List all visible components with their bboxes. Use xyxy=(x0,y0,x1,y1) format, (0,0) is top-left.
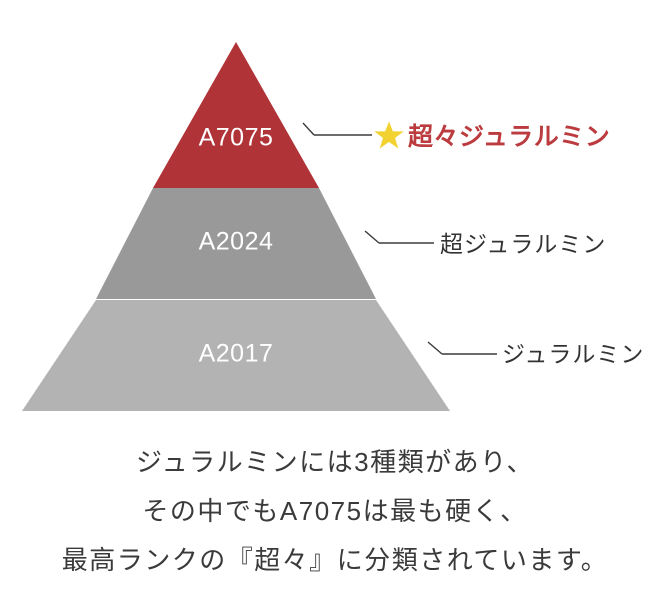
callout-tier-middle-text: 超ジュラルミン xyxy=(440,231,607,257)
tier-bottom-label: A2017 xyxy=(199,340,274,368)
tier-top-label: A7075 xyxy=(199,124,274,152)
tier-middle-label: A2024 xyxy=(199,228,274,256)
leader-line-bottom xyxy=(427,341,497,355)
callout-tier-middle: 超ジュラルミン xyxy=(440,226,606,258)
callout-tier-top: 超々ジュラルミン xyxy=(374,118,610,152)
pyramid-tier-middle xyxy=(96,188,376,299)
leader-line-top xyxy=(302,122,372,136)
pyramid-diagram: A7075 A2024 A2017 超々ジュラ xyxy=(22,42,644,411)
callout-tier-bottom-text: ジュラルミン xyxy=(502,341,645,367)
caption-line-3: 最高ランクの『超々』に分類されています。 xyxy=(61,545,609,575)
star-icon xyxy=(374,121,404,149)
callout-tier-bottom: ジュラルミン xyxy=(502,336,644,368)
pyramid-tier-top xyxy=(153,42,319,188)
pyramid-tier-bottom xyxy=(22,300,450,411)
caption-line-2: その中でもA7075は最も硬く、 xyxy=(142,496,528,526)
leader-line-middle xyxy=(364,230,434,244)
caption-block: ジュラルミンには3種類があり、 その中でもA7075は最も硬く、 最高ランクの『… xyxy=(0,438,670,585)
callout-tier-top-text: 超々ジュラルミン xyxy=(408,123,611,151)
pyramid-svg: A7075 A2024 A2017 xyxy=(22,42,497,411)
caption-line-1: ジュラルミンには3種類があり、 xyxy=(135,447,535,477)
